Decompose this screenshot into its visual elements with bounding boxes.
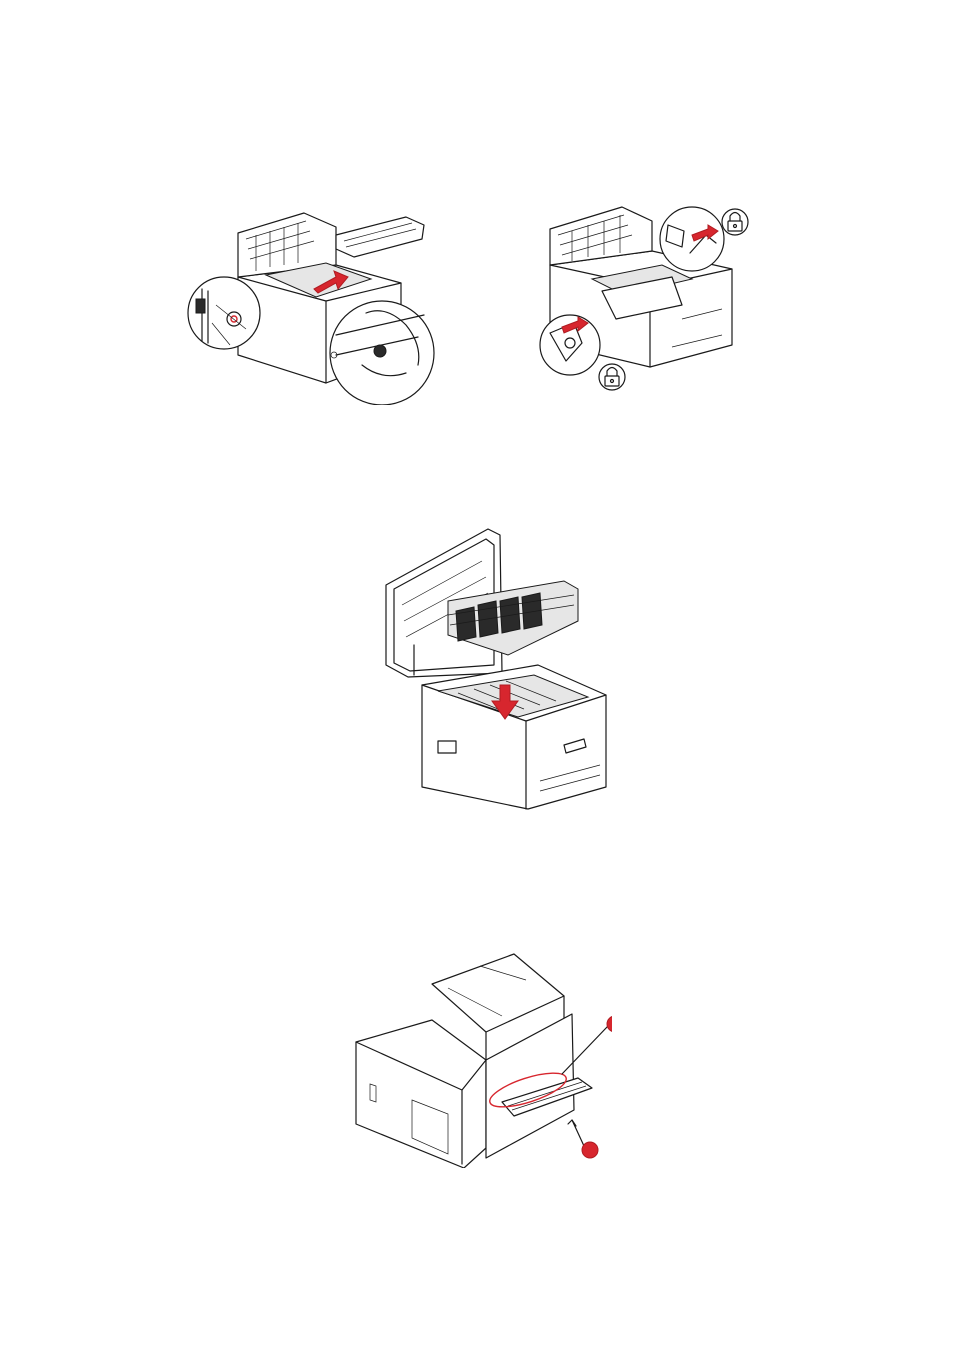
- figure-belt-removal: [186, 205, 436, 405]
- callout-marker-bottom: [581, 1141, 599, 1159]
- callout-marker-top: [606, 1016, 612, 1032]
- figure-image-drum-install: [378, 525, 610, 813]
- lock-icon: [598, 363, 626, 391]
- lock-icon: [721, 208, 749, 236]
- figure-belt-install: [532, 195, 772, 395]
- figure-rear-exit-tray: [352, 950, 612, 1168]
